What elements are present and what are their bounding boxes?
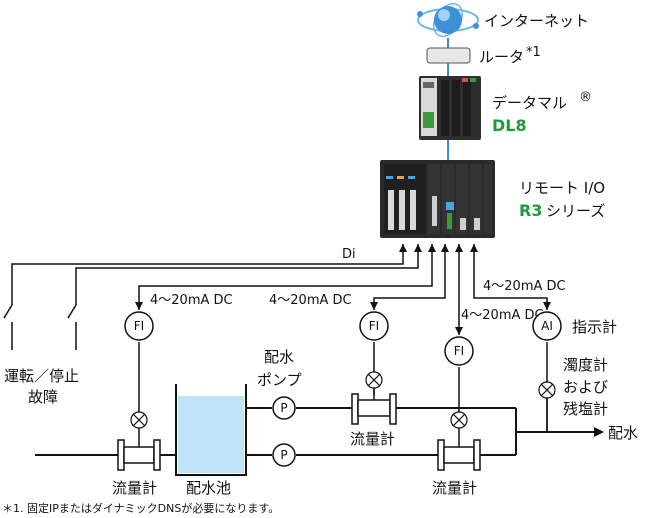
router-note-mark: *1: [526, 45, 541, 60]
flowmeter-3-body: [437, 428, 481, 471]
fi-instrument-1: FI: [124, 311, 154, 341]
r3-remote-io-icon: [380, 160, 495, 238]
run-stop-label: 運転／停止: [4, 367, 79, 385]
turbidity-label-line1: 濁度計: [563, 356, 608, 374]
dl8-name-label: データマル: [492, 94, 567, 112]
fi-3-label: FI: [454, 344, 464, 358]
indicator-label: 指示計: [572, 318, 617, 336]
flowmeter-1-body: [117, 428, 161, 471]
turbidity-label-line2: および: [563, 378, 608, 396]
water-out-label: 配水: [608, 424, 638, 442]
flowmeter-2-label: 流量計: [350, 430, 395, 448]
pump-2: P: [272, 443, 296, 467]
flowmeter-3-label: 流量計: [432, 479, 477, 497]
fault-label: 故障: [28, 388, 58, 406]
ai-instrument: AI: [532, 311, 562, 341]
analog-signal-label-3: 4～20mA DC: [461, 308, 544, 323]
router-label: ルータ: [479, 48, 524, 66]
dl8-device-icon: [419, 76, 481, 140]
footnote: ＊1. 固定IPまたはダイナミックDNSが必要になります。: [2, 501, 279, 515]
dl8-model-label: DL8: [492, 116, 527, 135]
di-signal-label: Di: [342, 247, 356, 262]
analog-signal-label-1: 4～20mA DC: [150, 293, 233, 308]
fi-instrument-3: FI: [444, 336, 474, 366]
dl8-registered-mark: ®: [579, 90, 592, 105]
flowmeter-1-label: 流量計: [112, 479, 157, 497]
pump-1: P: [272, 396, 296, 420]
fi-2-label: FI: [369, 319, 379, 333]
outlet-arrowhead: [594, 427, 604, 437]
analog-signal-label-2: 4～20mA DC: [269, 293, 352, 308]
internet-label: インターネット: [484, 12, 589, 30]
r3-series-label: シリーズ: [546, 202, 605, 220]
fi-1-label: FI: [134, 319, 144, 333]
turbidity-label-line3: 残塩計: [563, 400, 608, 418]
reservoir-label: 配水池: [186, 479, 231, 497]
flowmeter-2-body: [351, 388, 397, 425]
internet-globe-icon: [417, 2, 479, 38]
reservoir-tank: [175, 384, 247, 476]
pump-label-line2: ポンプ: [257, 371, 302, 389]
router-box: [426, 47, 471, 64]
analog-signal-label-4: 4～20mA DC: [483, 279, 566, 294]
fi-instrument-2: FI: [359, 311, 389, 341]
pump-label-line1: 配水: [264, 348, 294, 366]
pump-1-label: P: [280, 401, 287, 415]
ai-label: AI: [541, 319, 553, 333]
r3-name-label: リモート I/O: [519, 179, 605, 197]
pump-2-label: P: [280, 448, 287, 462]
r3-model-label: R3: [519, 201, 542, 220]
sensor-icons: [130, 371, 556, 429]
signal-arrowheads: [135, 244, 551, 335]
